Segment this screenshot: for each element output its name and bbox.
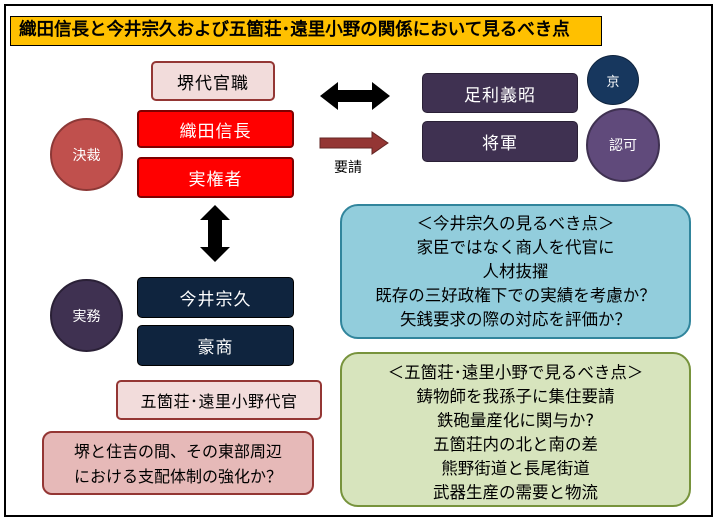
gokasho-point: 鉄砲量産化に関与か? [436, 411, 595, 430]
diagram-title: 織田信長と今井宗久および五箇荘･遠里小野の関係において見るべき点 [10, 16, 602, 46]
real-power-box: 実権者 [137, 157, 294, 198]
imai-point: 家臣ではなく商人を代官に [416, 238, 615, 257]
imai-point: 矢銭要求の際の対応を評価か？ [400, 310, 631, 329]
note-line: における支配体制の強化か？ [73, 467, 282, 486]
imai-points-panel: ＜今井宗久の見るべき点＞ 家臣ではなく商人を代官に 人材抜擢 既存の三好政権下で… [340, 204, 691, 339]
kyo-circle: 京 [587, 55, 639, 105]
imai-box: 今井宗久 [137, 277, 294, 318]
nobunaga-box: 織田信長 [137, 110, 294, 148]
imai-point: 人材抜擢 [482, 262, 549, 281]
note-line: 堺と住吉の間、その東部周辺 [73, 442, 282, 461]
imai-point: 既存の三好政権下での実績を考慮か？ [375, 286, 656, 305]
shogun-box: 将軍 [422, 121, 578, 162]
gokasho-points-heading: ＜五箇荘･遠里小野で見るべき点＞ [387, 363, 644, 382]
request-arrow [319, 131, 389, 155]
gokasho-point: 熊野街道と長尾街道 [441, 459, 590, 478]
gokasho-point: 鋳物師を我孫子に集住要請 [416, 387, 615, 406]
imai-points-heading: ＜今井宗久の見るべき点＞ [416, 214, 615, 233]
gokasho-point: 五箇荘内の北と南の差 [433, 435, 598, 454]
ashikaga-box: 足利義昭 [422, 73, 578, 113]
sakai-official-box: 堺代官職 [151, 61, 275, 101]
double-arrow-vertical [200, 205, 230, 262]
double-arrow-horizontal [320, 82, 390, 110]
decision-circle: 決裁 [50, 118, 123, 191]
note-box: 堺と住吉の間、その東部周辺 における支配体制の強化か？ [42, 431, 314, 495]
request-label: 要請 [334, 160, 362, 176]
gokasho-points-panel: ＜五箇荘･遠里小野で見るべき点＞ 鋳物師を我孫子に集住要請 鉄砲量産化に関与か?… [340, 352, 691, 507]
approval-circle: 認可 [586, 108, 660, 182]
gokasho-point: 武器生産の需要と物流 [433, 483, 598, 502]
merchant-box: 豪商 [137, 325, 294, 366]
practical-circle: 実務 [50, 279, 123, 352]
gokasho-official-box: 五箇荘･遠里小野代官 [116, 380, 322, 420]
